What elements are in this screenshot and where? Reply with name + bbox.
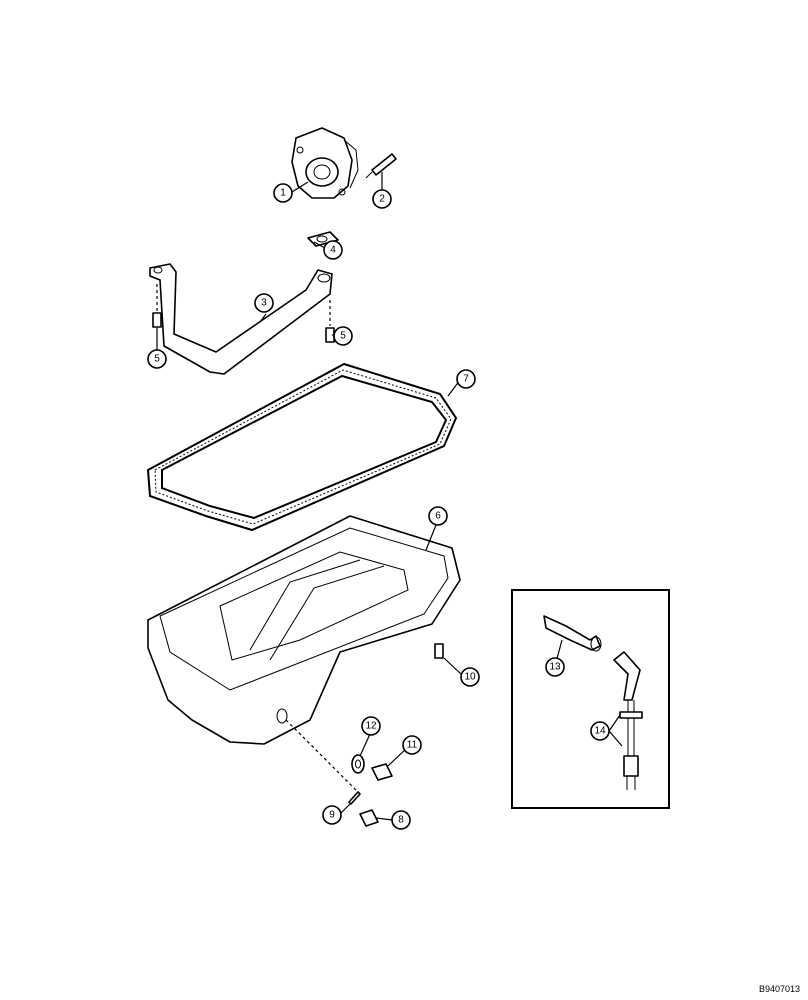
svg-text:14: 14 xyxy=(594,726,606,737)
svg-text:11: 11 xyxy=(407,740,418,751)
plug xyxy=(359,809,379,827)
callout-7: 7 xyxy=(456,369,476,389)
callout-4: 4 xyxy=(323,240,343,260)
figure-id: B9407013 xyxy=(758,984,800,994)
callout-5-right: 5 xyxy=(333,326,353,346)
pump-mounting-bolt xyxy=(365,153,397,179)
svg-text:2: 2 xyxy=(379,194,385,205)
callout-2: 2 xyxy=(372,189,392,209)
callout-3: 3 xyxy=(254,293,274,313)
svg-text:10: 10 xyxy=(464,672,476,683)
oil-pan-gasket xyxy=(146,362,458,532)
svg-text:5: 5 xyxy=(340,331,346,342)
svg-text:9: 9 xyxy=(329,810,335,821)
svg-text:3: 3 xyxy=(261,298,267,309)
callout-5-left: 5 xyxy=(147,349,167,369)
dipstick-assembly xyxy=(613,651,643,790)
callout-1: 1 xyxy=(273,183,293,203)
svg-text:6: 6 xyxy=(435,511,441,522)
oil-pump xyxy=(291,127,359,199)
screw-left xyxy=(152,312,162,328)
callout-10: 10 xyxy=(460,667,480,687)
callout-14: 14 xyxy=(590,721,610,741)
inset-box xyxy=(511,589,670,809)
svg-text:13: 13 xyxy=(549,662,561,673)
oil-fill-tube xyxy=(543,615,602,652)
callout-11: 11 xyxy=(402,735,422,755)
callout-12: 12 xyxy=(361,716,381,736)
svg-text:4: 4 xyxy=(330,245,336,256)
svg-text:8: 8 xyxy=(398,815,404,826)
callout-13: 13 xyxy=(545,657,565,677)
drain-plug xyxy=(371,763,393,781)
callout-8: 8 xyxy=(391,810,411,830)
oil-pan xyxy=(147,515,461,745)
callout-9: 9 xyxy=(322,805,342,825)
oil-suction-tube xyxy=(149,263,333,375)
svg-text:12: 12 xyxy=(365,721,377,732)
pan-screw xyxy=(434,643,444,659)
callout-6: 6 xyxy=(428,506,448,526)
svg-text:1: 1 xyxy=(280,188,286,199)
svg-text:7: 7 xyxy=(463,374,469,385)
svg-text:5: 5 xyxy=(154,354,160,365)
pin xyxy=(348,791,361,805)
drain-plug-washer xyxy=(351,754,365,774)
